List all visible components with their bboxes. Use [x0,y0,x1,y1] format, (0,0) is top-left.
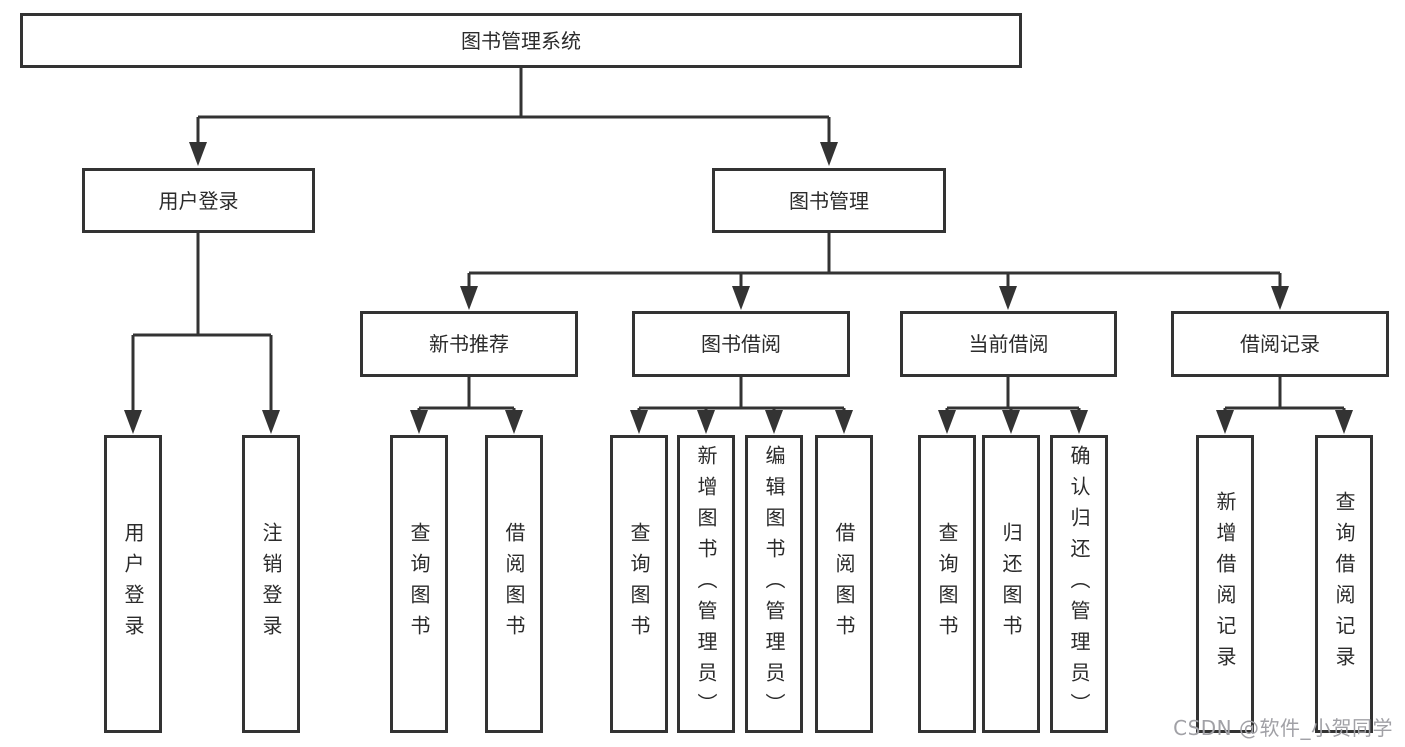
node-borrow-records: 借阅记录 [1171,311,1389,377]
edge-book-mgmt-children [467,233,1282,290]
arrowheads [124,142,1353,434]
leaf-user-login: 用户登录 [104,435,162,733]
edge-records-children [1223,377,1346,414]
node-current-borrowing: 当前借阅 [900,311,1117,377]
node-new-book-recommend: 新书推荐 [360,311,578,377]
edge-current-children [945,377,1081,414]
leaf-query-books-current: 查询图书 [918,435,976,733]
leaf-query-books-borrowing: 查询图书 [610,435,668,733]
edge-root-to-level2 [196,68,831,148]
leaf-borrow-books-recommend: 借阅图书 [485,435,543,733]
leaf-add-borrow-record: 新增借阅记录 [1196,435,1254,733]
node-user-login: 用户登录 [82,168,315,233]
node-book-borrowing: 图书借阅 [632,311,850,377]
leaf-borrow-books: 借阅图书 [815,435,873,733]
node-book-management-system: 图书管理系统 [20,13,1022,68]
edge-new-books-children [417,377,516,414]
csdn-watermark: CSDN @软件_小贺同学 [1173,716,1393,740]
leaf-logout: 注销登录 [242,435,300,733]
leaf-add-books-admin: 新增图书（管理员） [677,435,735,733]
edge-user-login-children [131,233,273,414]
leaf-query-borrow-record: 查询借阅记录 [1315,435,1373,733]
leaf-return-books: 归还图书 [982,435,1040,733]
leaf-confirm-return-admin: 确认归还（管理员） [1050,435,1108,733]
node-book-management: 图书管理 [712,168,946,233]
leaf-query-books-recommend: 查询图书 [390,435,448,733]
leaf-edit-books-admin: 编辑图书（管理员） [745,435,803,733]
edge-borrowing-children [637,377,846,414]
